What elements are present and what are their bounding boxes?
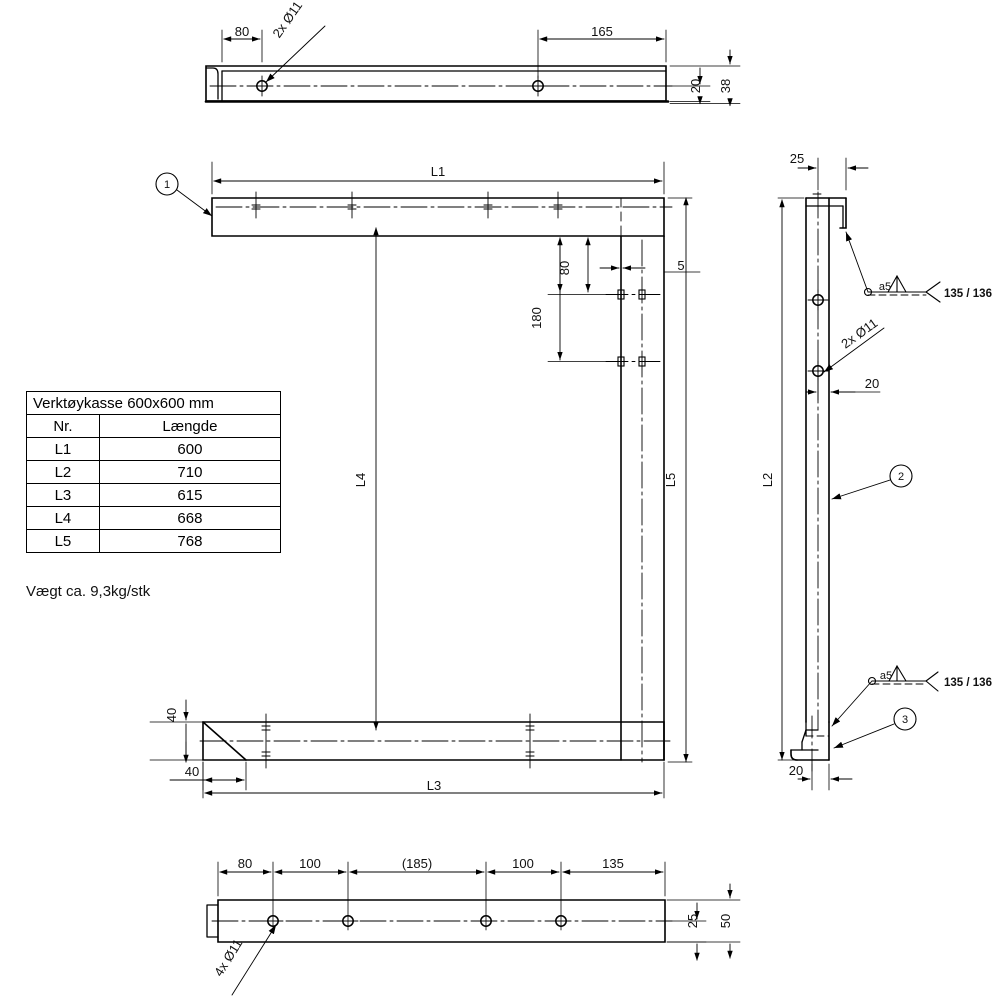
bottom-dim-50: 50	[718, 914, 733, 928]
bottom-dim-100-a: 100	[299, 856, 321, 871]
bottom-hole-note: 4x Ø11	[211, 936, 245, 979]
bom-row-0-length: 600	[98, 437, 282, 461]
table-row: L4 668	[26, 506, 282, 530]
bom-header-length: Længde	[98, 414, 282, 438]
side-dim-25: 25	[790, 151, 804, 166]
bom-header-nr: Nr.	[26, 414, 100, 438]
balloon-2-label: 2	[898, 471, 904, 483]
bottom-dim-100-b: 100	[512, 856, 534, 871]
top-hole-note: 2x Ø11	[269, 0, 305, 40]
top-view-dimensions	[221, 25, 741, 107]
weld-top-process: 135 / 136	[944, 288, 992, 300]
bottom-dim-135: 135	[602, 856, 624, 871]
table-row: L5 768	[26, 529, 282, 553]
front-dim-L3: L3	[427, 778, 441, 793]
bottom-dim-25: 25	[685, 914, 700, 928]
bottom-view-geometry	[206, 899, 673, 943]
top-view-geometry	[204, 65, 673, 103]
front-dim-5: 5	[677, 258, 684, 273]
bom-title: Verktøykasse 600x600 mm	[26, 391, 281, 415]
side-dim-20-mid: 20	[865, 376, 879, 391]
bom-row-4-nr: L5	[26, 529, 100, 553]
bom-row-3-length: 668	[98, 506, 282, 530]
bottom-view-dimensions	[217, 861, 741, 996]
front-dim-L1: L1	[431, 164, 445, 179]
bottom-dim-185: (185)	[402, 856, 432, 871]
top-dim-38: 38	[718, 79, 733, 93]
front-dim-80: 80	[557, 261, 572, 275]
front-view-dimensions	[149, 161, 701, 799]
top-dim-80: 80	[235, 24, 249, 39]
weld-bottom-size: a5	[880, 670, 892, 682]
front-dim-40-horizontal: 40	[185, 764, 199, 779]
balloon-1-label: 1	[164, 179, 170, 191]
balloon-3-label: 3	[902, 714, 908, 726]
bom-row-0-nr: L1	[26, 437, 100, 461]
bom-row-1-nr: L2	[26, 460, 100, 484]
weight-note: Vægt ca. 9,3kg/stk	[26, 583, 151, 600]
bom-row-2-length: 615	[98, 483, 282, 507]
top-dim-20: 20	[688, 79, 703, 93]
table-row: L2 710	[26, 460, 282, 484]
side-dim-20-bottom: 20	[789, 763, 803, 778]
table-row: L1 600	[26, 437, 282, 461]
side-view-geometry	[790, 191, 847, 773]
bom-row-3-nr: L4	[26, 506, 100, 530]
front-dim-L5: L5	[663, 473, 678, 487]
weld-top-size: a5	[879, 281, 891, 293]
bom-title-row: Verktøykasse 600x600 mm	[26, 391, 281, 415]
bom-row-2-nr: L3	[26, 483, 100, 507]
bom-header-row: Nr. Længde	[26, 414, 282, 438]
bom-table: Verktøykasse 600x600 mm Nr. Længde L1 60…	[26, 391, 282, 553]
front-dim-L4: L4	[353, 473, 368, 487]
weld-bottom-process: 135 / 136	[944, 677, 992, 689]
front-view-geometry	[199, 191, 673, 769]
front-dim-180: 180	[529, 307, 544, 329]
bom-row-4-length: 768	[98, 529, 282, 553]
table-row: L3 615	[26, 483, 282, 507]
bottom-dim-80: 80	[238, 856, 252, 871]
side-view-dimensions	[777, 157, 941, 791]
top-dim-165: 165	[591, 24, 613, 39]
bom-row-1-length: 710	[98, 460, 282, 484]
side-dim-L2: L2	[760, 473, 775, 487]
front-dim-40-vertical: 40	[164, 708, 179, 722]
